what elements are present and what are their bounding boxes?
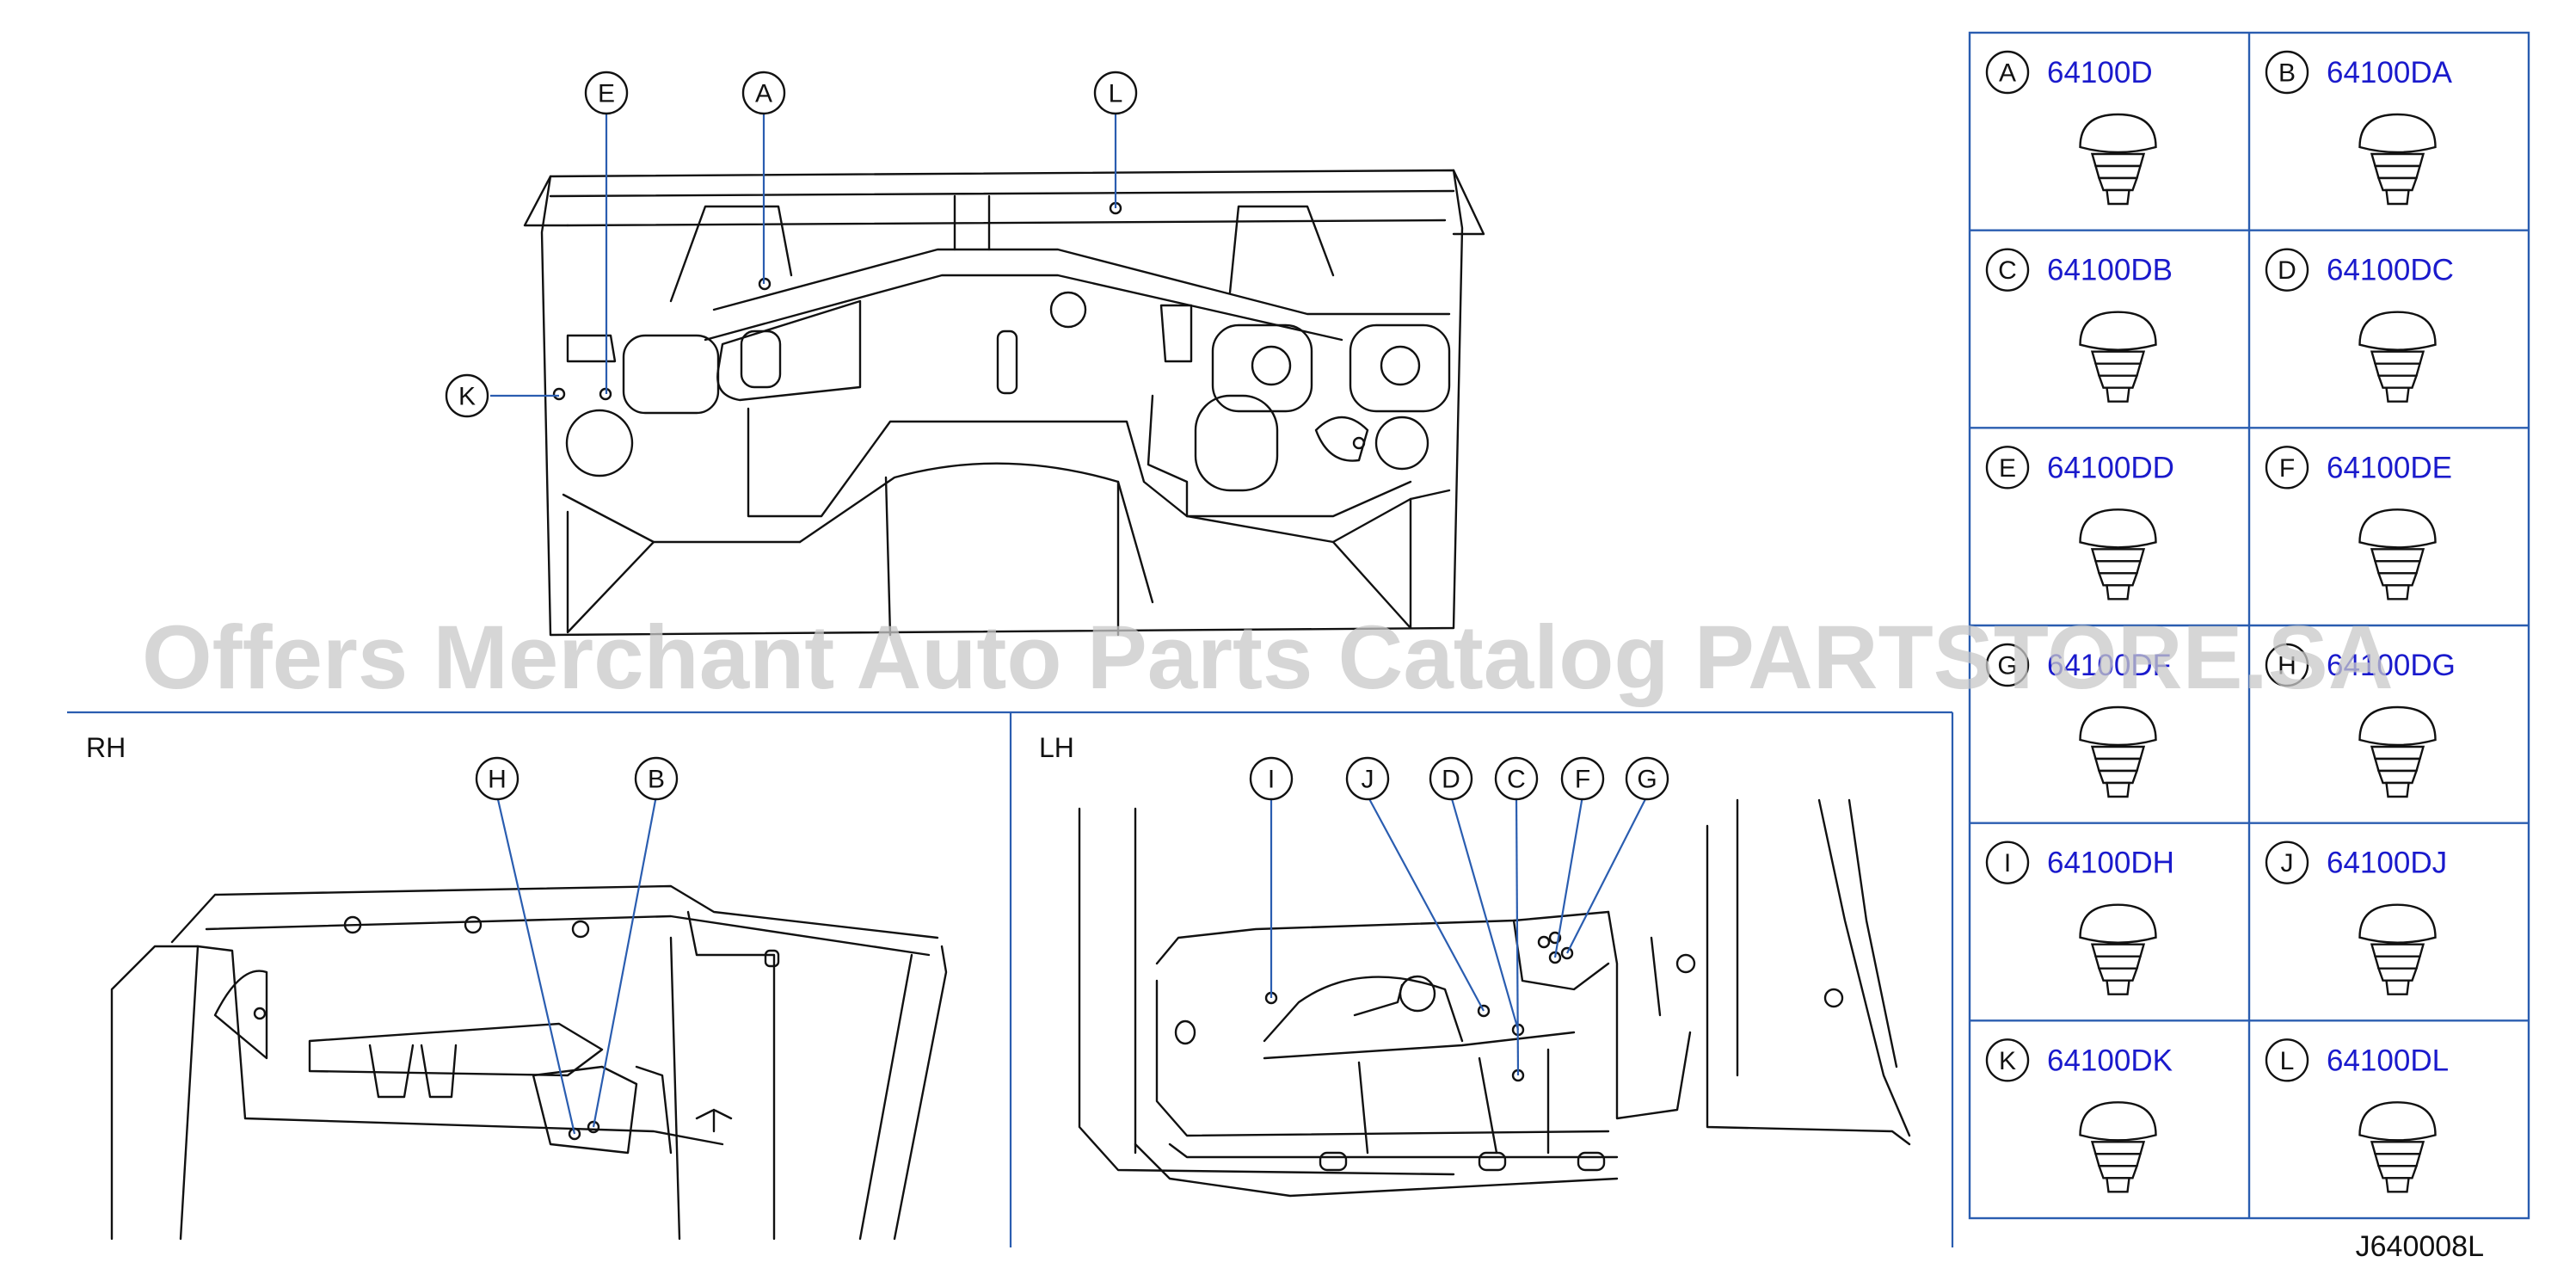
push-clip-icon (2079, 508, 2157, 600)
legend-letter: F (2279, 454, 2295, 483)
diagram-code: J640008L (2356, 1230, 2484, 1263)
watermark-text: Offers Merchant Auto Parts Catalog PARTS… (142, 607, 2394, 708)
callout-main-a[interactable]: A (741, 71, 786, 115)
part-number: 64100DJ (2327, 847, 2447, 880)
callout-lh-f[interactable]: F (1560, 756, 1605, 801)
legend-cell-e[interactable]: E 64100DD (1985, 446, 2174, 600)
legend-cell-g[interactable]: G 64100DF (1985, 643, 2171, 798)
callout-letter: A (755, 80, 772, 108)
legend-letter: E (1999, 454, 2016, 483)
legend-letter: L (2280, 1047, 2295, 1075)
part-number: 64100DE (2327, 451, 2452, 484)
part-number: 64100DG (2327, 649, 2456, 682)
legend-letter: A (1999, 59, 2016, 88)
callout-letter: E (598, 80, 615, 108)
push-clip-icon (2079, 903, 2157, 995)
push-clip-icon (2358, 1101, 2437, 1193)
legend-cell-l[interactable]: L 64100DL (2265, 1038, 2449, 1193)
callout-rh-b[interactable]: B (634, 756, 679, 801)
callout-main-e[interactable]: E (584, 71, 629, 115)
callout-letter: I (1268, 766, 1275, 794)
callout-main-l[interactable]: L (1093, 71, 1138, 115)
part-number: 64100D (2047, 56, 2153, 89)
callout-lh-i[interactable]: I (1249, 756, 1294, 801)
callout-letter: C (1507, 766, 1526, 794)
part-number: 64100DC (2327, 254, 2454, 287)
lh-view-label: LH (1039, 732, 1074, 763)
callout-lh-c[interactable]: C (1494, 756, 1539, 801)
legend-cell-j[interactable]: J 64100DJ (2265, 841, 2447, 995)
legend-letter: D (2278, 256, 2296, 285)
legend-cell-k[interactable]: K 64100DK (1985, 1038, 2173, 1193)
legend-letter: B (2278, 59, 2296, 88)
legend-cell-d[interactable]: D 64100DC (2265, 248, 2454, 403)
part-number: 64100DA (2327, 56, 2453, 89)
legend-letter: H (2278, 652, 2296, 681)
rh-view-drawing (110, 884, 948, 1241)
part-number: 64100DB (2047, 254, 2173, 287)
part-number: 64100DH (2047, 847, 2174, 880)
push-clip-icon (2358, 705, 2437, 798)
callout-letter: H (488, 766, 507, 794)
push-clip-icon (2358, 508, 2437, 600)
legend-letter: I (2004, 849, 2011, 878)
part-number: 64100DF (2047, 649, 2171, 682)
callout-letter: L (1109, 80, 1123, 108)
main-leaders (490, 108, 1117, 397)
push-clip-icon (2358, 113, 2437, 206)
legend-letter: G (1997, 652, 2017, 681)
part-number: 64100DL (2327, 1044, 2449, 1077)
rh-leaders (495, 795, 658, 1135)
lh-leaders (1270, 795, 1648, 1076)
legend-letter: K (1999, 1047, 2016, 1075)
legend-cell-c[interactable]: C 64100DB (1985, 248, 2173, 403)
lh-view-drawing (1078, 798, 1911, 1198)
callout-letter: F (1575, 766, 1590, 794)
legend-cell-a[interactable]: A 64100D (1985, 50, 2157, 206)
push-clip-icon (2079, 705, 2157, 798)
part-number: 64100DD (2047, 451, 2174, 484)
callout-bubbles: E A L K H B I J D C F G (445, 71, 1669, 801)
legend-letter: C (1998, 256, 2017, 285)
section-frames (67, 711, 1954, 1247)
callout-letter: B (648, 766, 665, 794)
callout-letter: G (1637, 766, 1657, 794)
push-clip-icon (2079, 1101, 2157, 1193)
callout-letter: D (1442, 766, 1460, 794)
callout-rh-h[interactable]: H (475, 756, 520, 801)
push-clip-icon (2079, 113, 2157, 206)
callout-lh-d[interactable]: D (1429, 756, 1473, 801)
callout-letter: K (458, 383, 476, 411)
legend-cell-h[interactable]: H 64100DG (2265, 643, 2456, 798)
part-number: 64100DK (2047, 1044, 2173, 1077)
callout-main-k[interactable]: K (445, 373, 489, 418)
legend-letter: J (2281, 849, 2294, 878)
callout-lh-j[interactable]: J (1345, 756, 1390, 801)
push-clip-icon (2358, 903, 2437, 995)
rh-view-label: RH (86, 732, 126, 763)
push-clip-icon (2079, 311, 2157, 403)
callout-letter: J (1362, 766, 1374, 794)
callout-lh-g[interactable]: G (1625, 756, 1669, 801)
dash-panel-drawing (523, 169, 1485, 637)
legend-cell-b[interactable]: B 64100DA (2265, 50, 2453, 206)
legend-cell-i[interactable]: I 64100DH (1985, 841, 2174, 995)
legend-cell-f[interactable]: F 64100DE (2265, 446, 2452, 600)
push-clip-icon (2358, 311, 2437, 403)
